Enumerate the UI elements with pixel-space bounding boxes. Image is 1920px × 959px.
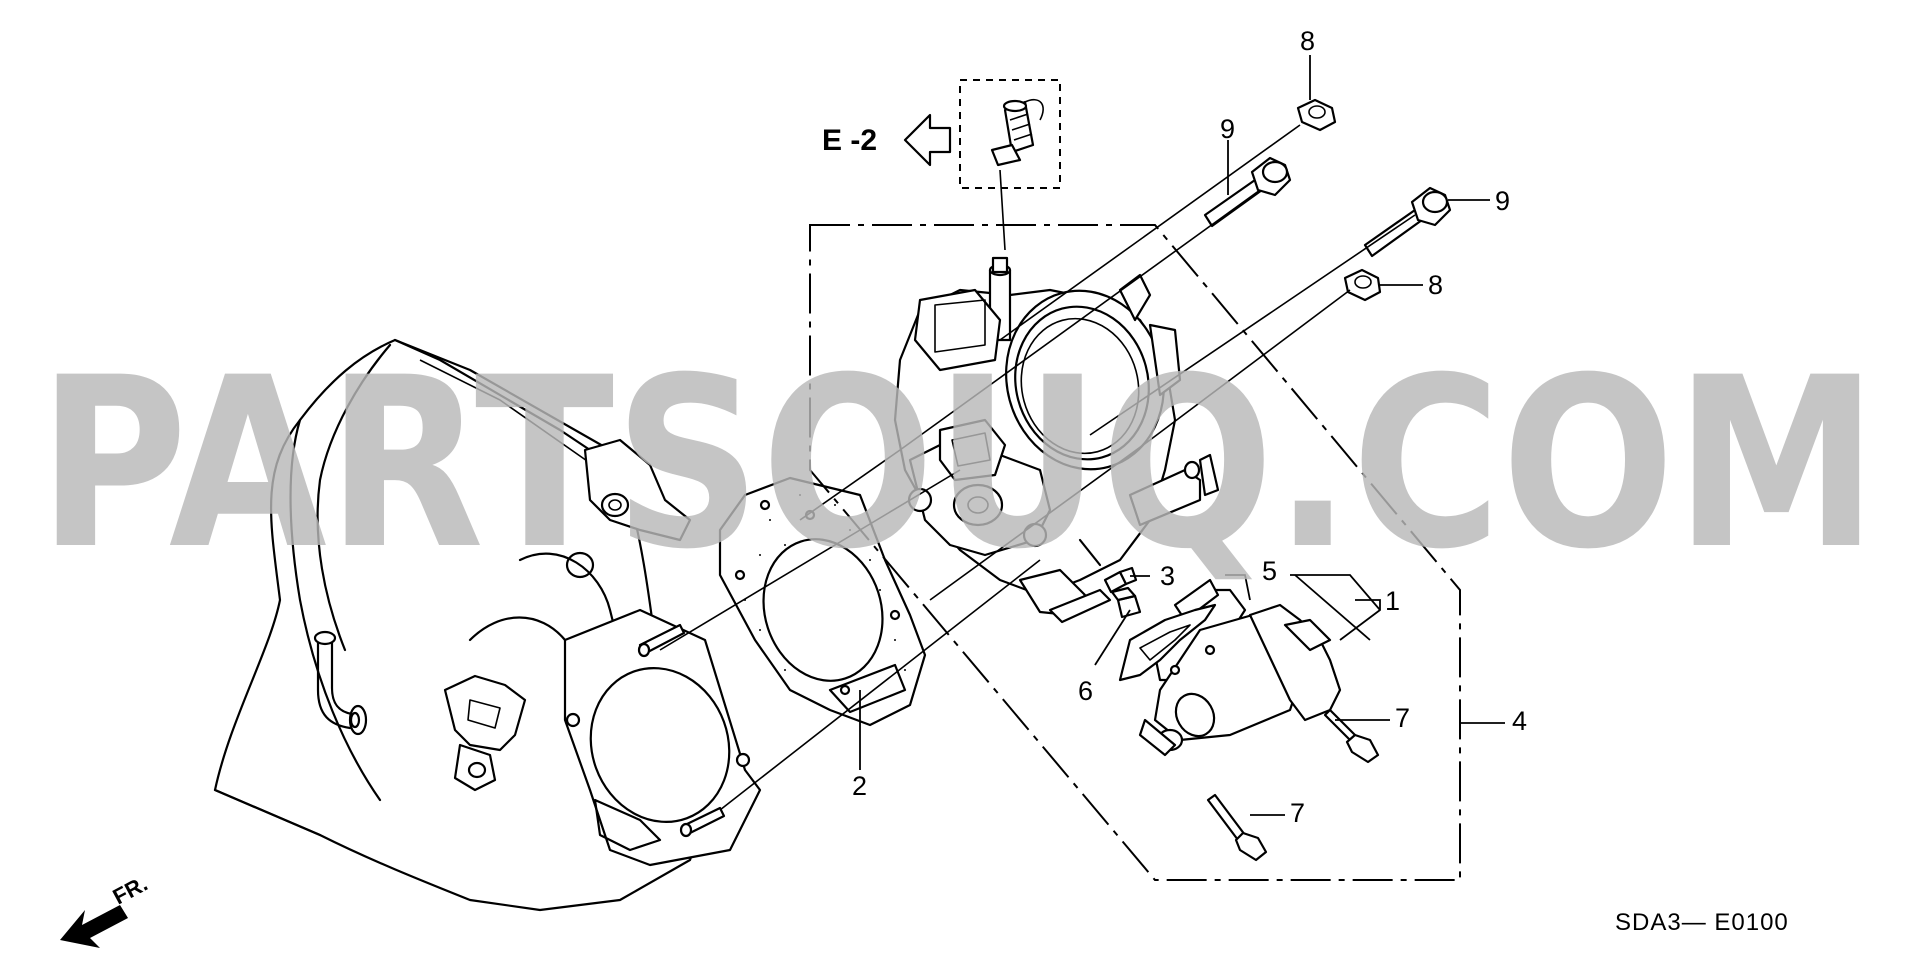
throttle-body (893, 256, 1220, 624)
callout-5: 5 (1262, 556, 1277, 586)
assembly-alignment-lines (659, 124, 1416, 811)
section-reference: E -2 (822, 124, 877, 157)
intake-manifold (213, 338, 762, 912)
screw-6 (1110, 586, 1142, 619)
front-label: FR. (109, 871, 152, 910)
callout-2: 2 (852, 771, 867, 801)
iacv-gasket (1118, 603, 1217, 682)
callout-9-left: 9 (1220, 114, 1235, 144)
idle-air-control-valve (1138, 578, 1342, 757)
callout-7-lower: 7 (1290, 798, 1305, 828)
callout-8-upper: 8 (1300, 26, 1315, 56)
callout-4: 4 (1512, 706, 1527, 736)
bolt-7-lower (1206, 793, 1268, 862)
hose-detail (990, 98, 1044, 167)
callout-1: 1 (1385, 586, 1400, 616)
assembly-boundary (809, 224, 1461, 881)
bolt-9-left (1203, 156, 1292, 228)
screw-3 (1103, 566, 1138, 594)
front-direction: FR. (60, 871, 152, 948)
front-arrow-icon (60, 905, 128, 948)
bolt-9-right (1363, 186, 1452, 258)
watermark: PARTSOUQ.COM (38, 328, 1878, 601)
callout-9-right: 9 (1495, 186, 1510, 216)
leader-lines (859, 55, 1505, 816)
bolt-7-upper (1323, 708, 1380, 764)
diagram-code: SDA3— E0100 (1615, 909, 1789, 936)
throttle-body-gasket (718, 476, 927, 727)
nut-8-lower (1343, 268, 1382, 302)
nut-8-upper (1296, 98, 1337, 132)
callout-3: 3 (1160, 561, 1175, 591)
section-arrow-icon (903, 113, 952, 167)
callout-7-upper: 7 (1395, 703, 1410, 733)
callout-6: 6 (1078, 676, 1093, 706)
callout-8-lower: 8 (1428, 270, 1443, 300)
